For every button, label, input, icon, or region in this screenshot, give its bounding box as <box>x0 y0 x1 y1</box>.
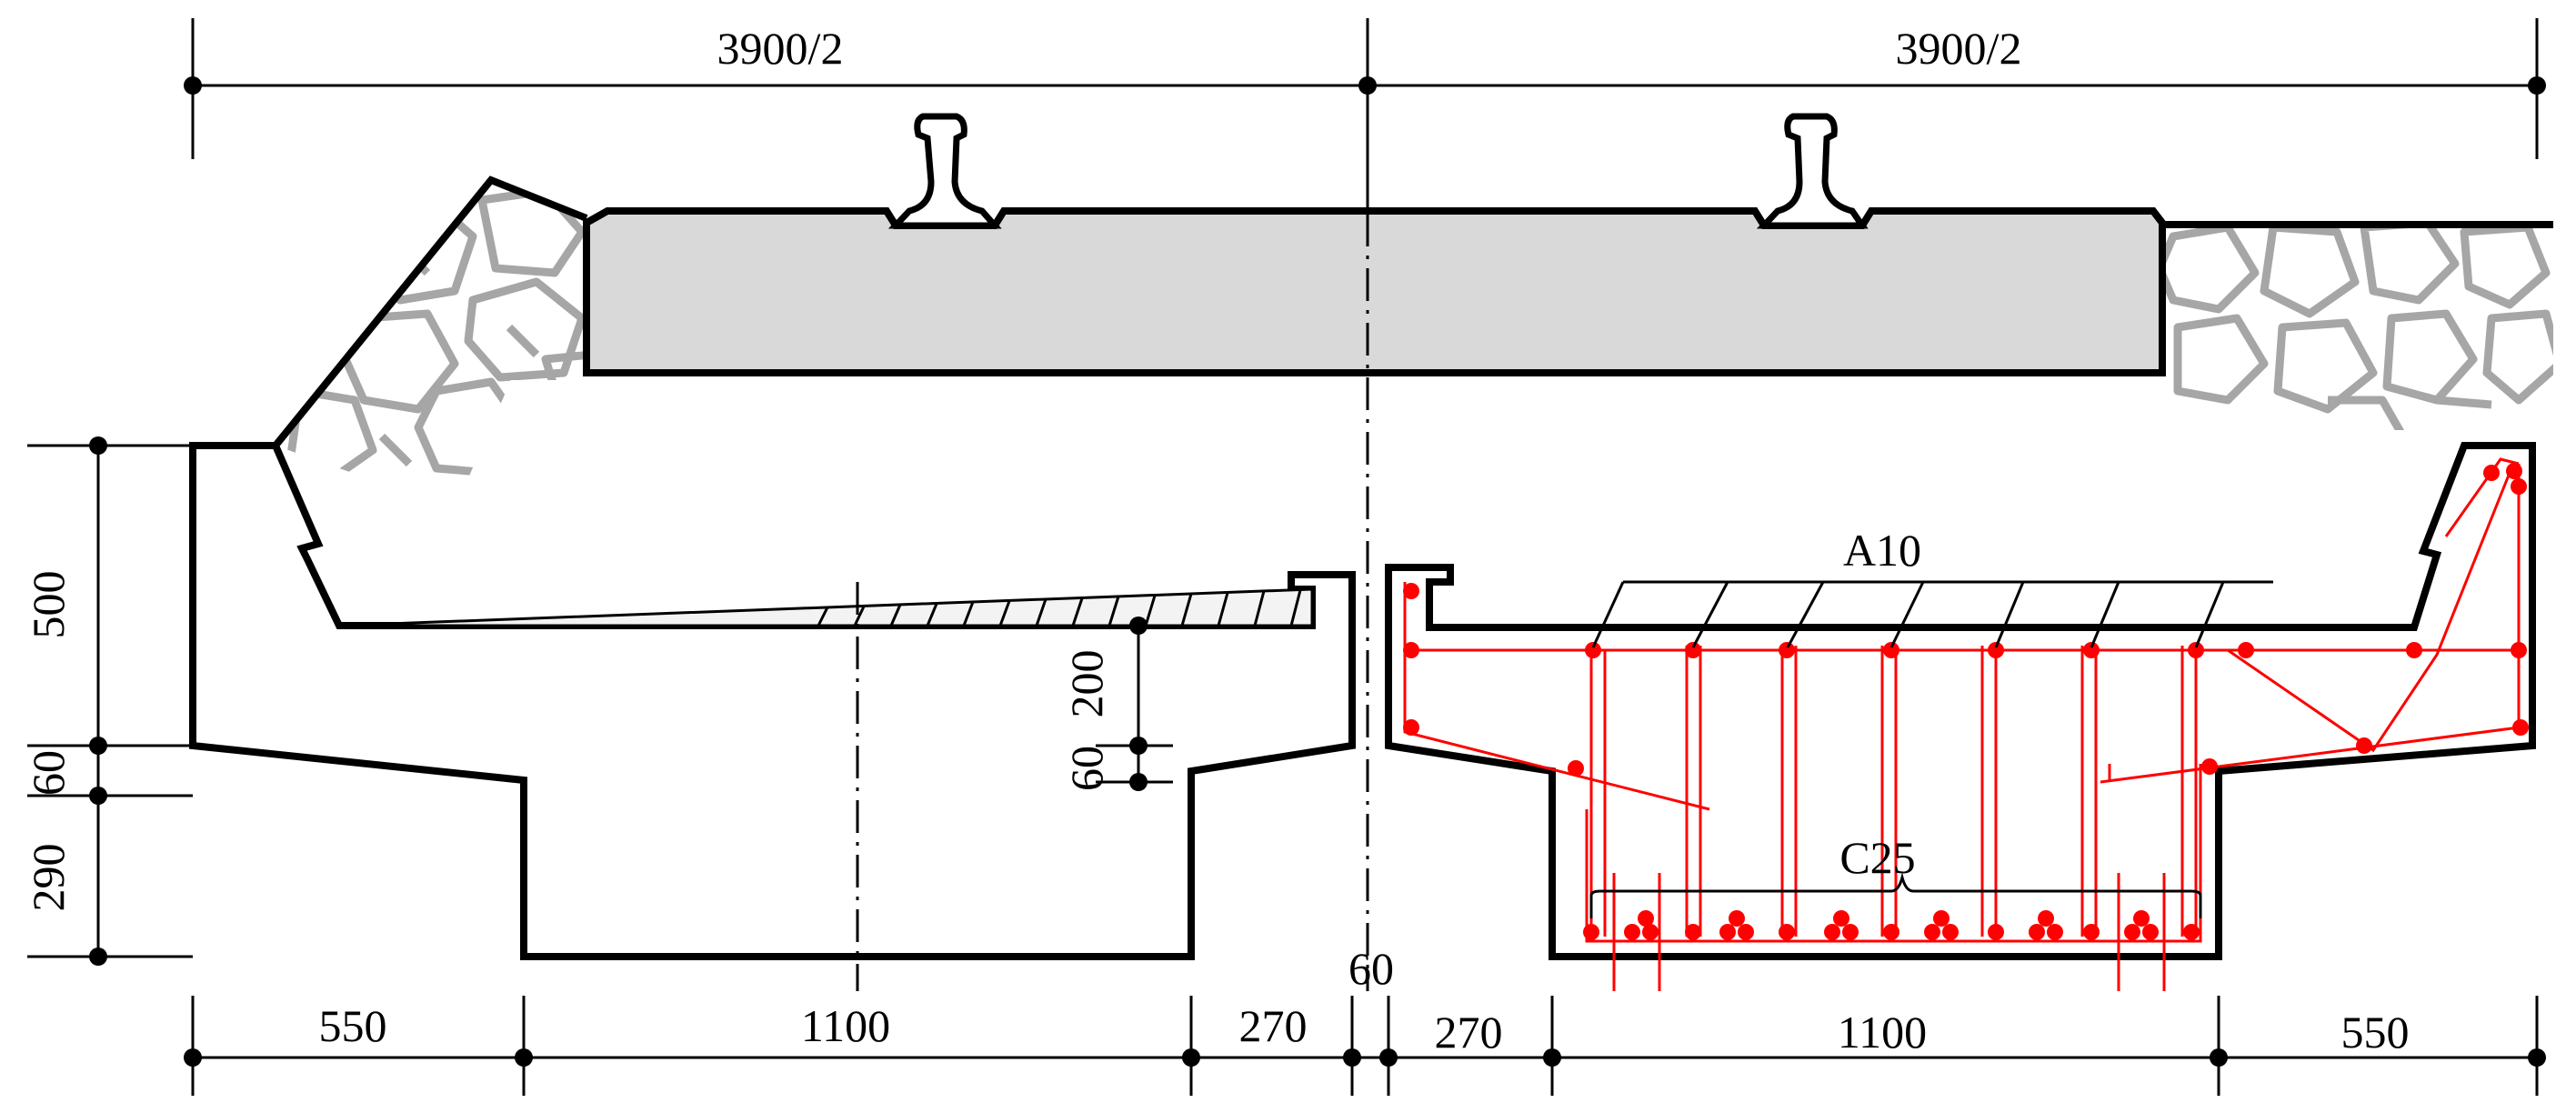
dim-bottom-270-right: 270 <box>1435 1007 1503 1058</box>
left-dimension: 500 60 290 <box>23 436 193 966</box>
dim-inner-200: 200 <box>1061 650 1112 718</box>
dim-top-right: 3900/2 <box>1896 23 2022 74</box>
dim-inner-60: 60 <box>1061 746 1112 791</box>
label-c25-brace: C25 <box>1589 832 2202 918</box>
dim-left-290: 290 <box>23 844 74 912</box>
dim-bottom-1100-right: 1100 <box>1838 1007 1927 1058</box>
dim-bottom-1100-left: 1100 <box>801 1000 890 1051</box>
dim-bottom-550-left: 550 <box>319 1000 387 1051</box>
sleeper-slab <box>583 207 2166 376</box>
label-a10: A10 <box>1843 525 1921 576</box>
dim-top-left: 3900/2 <box>717 23 844 74</box>
dim-gap-60: 60 <box>1348 943 1394 994</box>
dim-left-60: 60 <box>23 750 74 796</box>
label-a10-leader: A10 <box>1591 525 2273 648</box>
trough-left <box>189 175 1356 991</box>
top-dimension: 3900/2 3900/2 <box>184 18 2546 214</box>
rebar-cage <box>1403 457 2529 991</box>
inner-dimension: 200 60 <box>1061 617 1173 791</box>
rebar-dots-bottom <box>1583 910 2200 940</box>
label-c25: C25 <box>1839 832 1915 883</box>
rail-left <box>887 113 1002 229</box>
bottom-dimension: 550 1100 270 60 270 1100 550 <box>184 943 2546 1096</box>
dim-bottom-550-right: 550 <box>2341 1007 2410 1058</box>
rebar-dots-top <box>1403 463 2529 777</box>
wedge-hatch <box>817 589 1302 627</box>
dim-bottom-270-left: 270 <box>1239 1000 1308 1051</box>
trough-right <box>1385 442 2536 960</box>
rebar-stirrups <box>1589 646 2198 937</box>
rail-right <box>1756 113 1869 229</box>
ballast-right <box>2162 226 2553 430</box>
dim-left-500: 500 <box>23 571 74 639</box>
